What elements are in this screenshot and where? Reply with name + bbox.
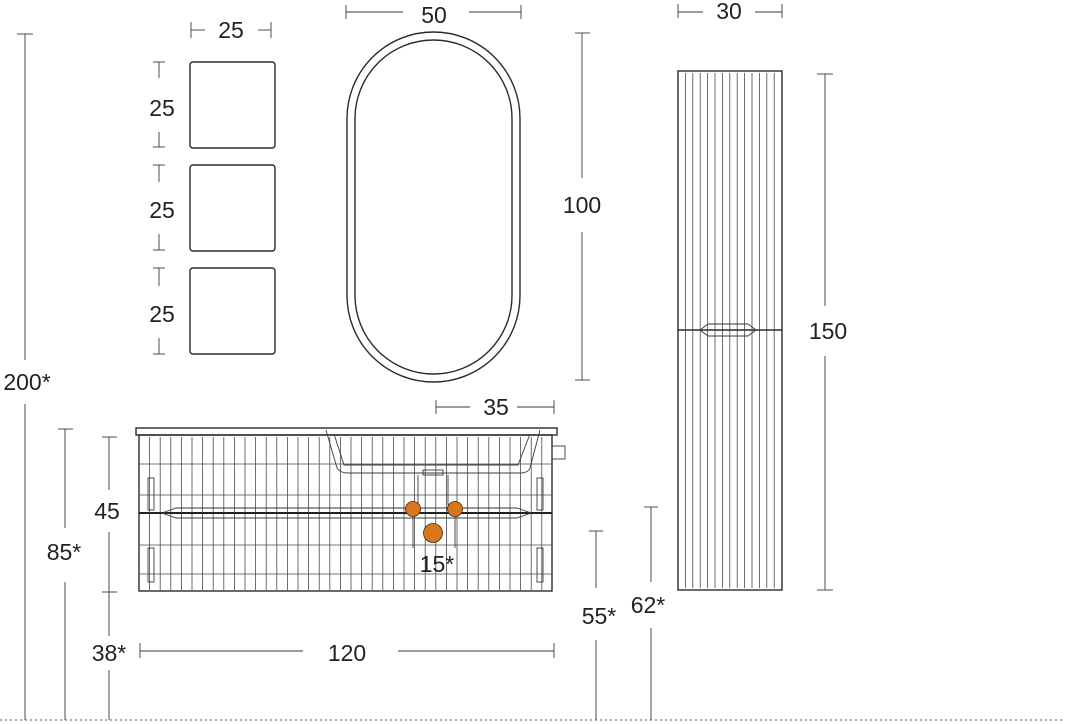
shelf-height-dimensions: 25 25 25: [149, 61, 175, 355]
basin-width-dimension: 35: [435, 394, 555, 420]
oval-mirror: [346, 31, 521, 383]
water-inlet-hot: [447, 501, 463, 517]
vanity-height-dimension: 45: [94, 436, 120, 593]
vanity-width-label: 120: [328, 640, 366, 666]
wall-shelves: [189, 61, 276, 355]
water-inlet-height-dimension: 55*: [582, 530, 617, 720]
mirror-width-dimension: 50: [345, 2, 522, 28]
drain-connection: [423, 523, 443, 543]
vanity-top-height-dimension: 85*: [47, 428, 82, 720]
total-height-label: 200*: [3, 369, 50, 395]
mirror-height-dimension: 100: [563, 32, 601, 381]
drain-height-label: 15*: [420, 551, 455, 577]
basin-width-label: 35: [483, 394, 509, 420]
water-inlet-height-label: 55*: [582, 603, 617, 629]
shelf-bottom: [189, 267, 276, 355]
column-handle: [699, 323, 757, 337]
water-inlet-cold: [405, 501, 421, 517]
column-height-dimension: 150: [809, 73, 847, 591]
drain-height-dimension: 15*: [412, 517, 456, 577]
vanity-top-height-label: 85*: [47, 539, 82, 565]
shelf-bottom-height-label: 25: [149, 301, 175, 327]
vanity-unit: [135, 427, 566, 592]
shelf-width-dimension: 25: [190, 17, 272, 43]
towel-hook: [551, 445, 566, 460]
shelf-middle: [189, 164, 276, 252]
shelf-width-label: 25: [218, 17, 244, 43]
column-floor-clearance-label: 62*: [631, 592, 666, 618]
shelf-middle-height-label: 25: [149, 197, 175, 223]
tall-column-cabinet: [677, 70, 783, 591]
column-width-dimension: 30: [677, 0, 783, 24]
column-floor-clearance-dimension: 62*: [631, 506, 666, 720]
vanity-floor-clearance-dimension: 38*: [92, 592, 127, 720]
vanity-floor-clearance-label: 38*: [92, 640, 127, 666]
vanity-width-dimension: 120: [139, 640, 555, 666]
shelf-top-height-label: 25: [149, 95, 175, 121]
column-height-label: 150: [809, 318, 847, 344]
vanity-height-label: 45: [94, 498, 120, 524]
mirror-height-label: 100: [563, 192, 601, 218]
shelf-top: [189, 61, 276, 149]
column-width-label: 30: [716, 0, 742, 24]
countertop: [135, 427, 558, 436]
basin-outline: [325, 429, 541, 474]
mirror-width-label: 50: [421, 2, 447, 28]
total-height-dimension: 200*: [3, 33, 51, 720]
vanity-handle: [160, 507, 533, 519]
